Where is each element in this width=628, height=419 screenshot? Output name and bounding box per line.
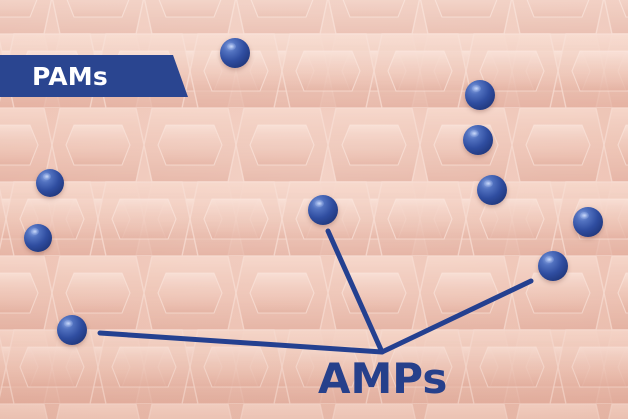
pams-banner-label: PAMs <box>32 61 108 91</box>
amps-label: AMPs <box>318 354 448 403</box>
sphere-top-center <box>220 38 250 68</box>
sphere-right-mid <box>463 125 493 155</box>
sphere-right-node <box>538 251 568 281</box>
sphere-right-upper <box>465 80 495 110</box>
pams-banner: PAMs <box>0 55 188 97</box>
sphere-left-lower <box>24 224 52 252</box>
sphere-left-upper <box>36 169 64 197</box>
sphere-far-right <box>573 207 603 237</box>
line-up-branch <box>325 228 385 355</box>
line-right-branch <box>379 278 534 355</box>
sphere-center-node <box>308 195 338 225</box>
line-left-branch <box>97 330 385 355</box>
sphere-left-bottom <box>57 315 87 345</box>
sphere-right-lower <box>477 175 507 205</box>
